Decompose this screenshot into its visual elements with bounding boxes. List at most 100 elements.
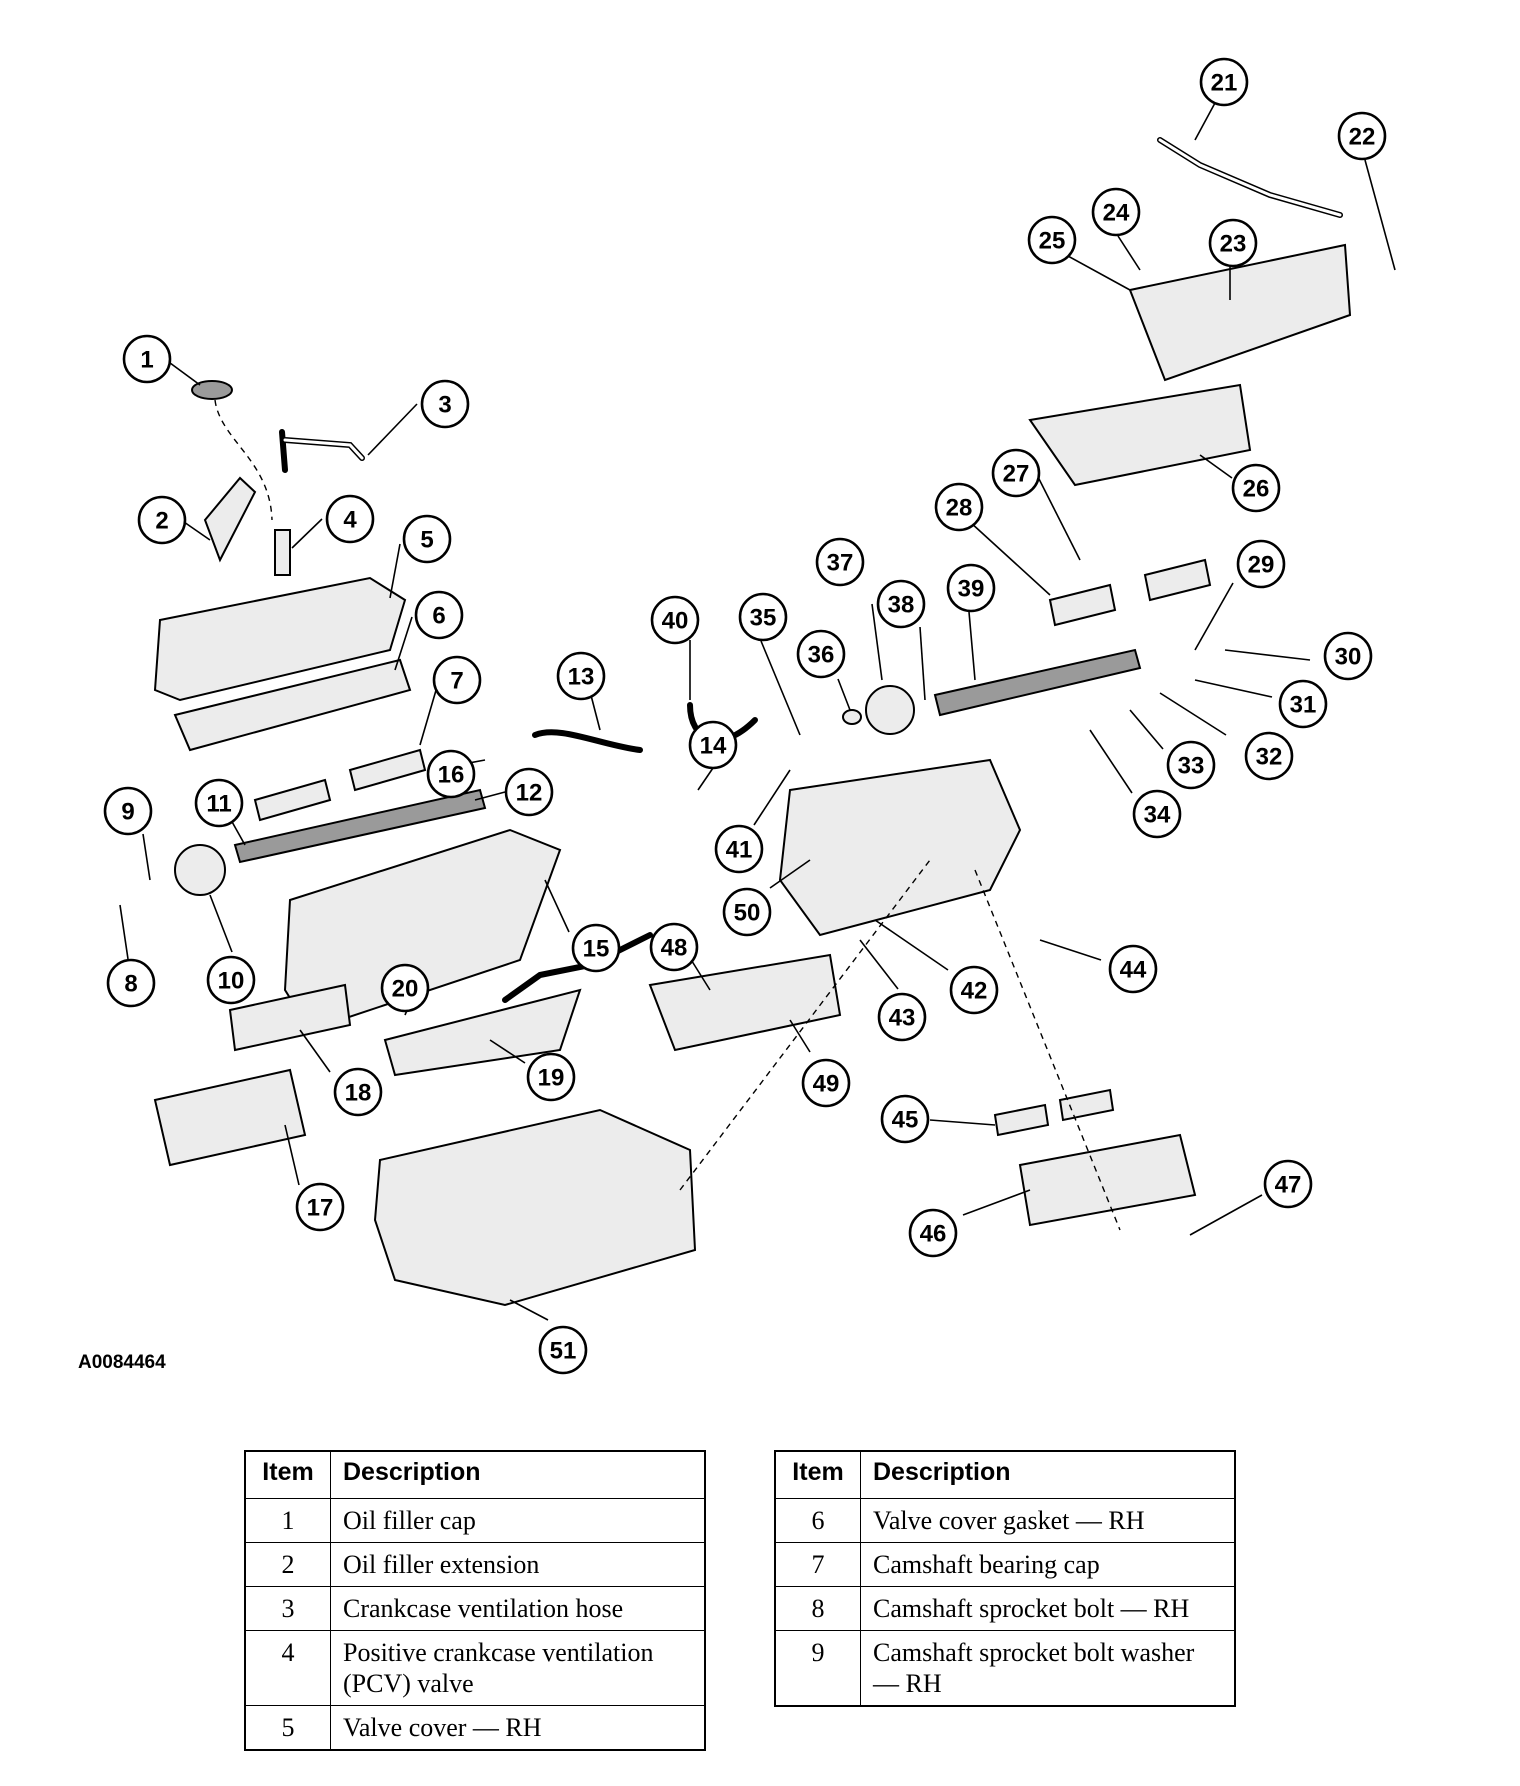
callout-circle	[538, 1325, 588, 1375]
callout-number: 4	[343, 507, 357, 534]
callout-circle	[714, 824, 764, 874]
legend-item-number: 9	[774, 1630, 861, 1707]
callout-40: 40	[650, 595, 700, 645]
callout-41: 41	[714, 824, 764, 874]
valve-cover-gasket-rh-part	[173, 658, 412, 752]
callout-circle	[815, 537, 865, 587]
callout-circle	[1323, 631, 1373, 681]
legend-item-number: 5	[244, 1705, 331, 1751]
callout-circle	[801, 1058, 851, 1108]
callout-number: 15	[583, 936, 610, 963]
cylinder-head-lh-part	[778, 758, 1022, 937]
callout-6: 6	[414, 590, 464, 640]
callout-49: 49	[801, 1058, 851, 1108]
crankcase-hose-inner	[283, 438, 364, 460]
callout-circle	[1027, 215, 1077, 265]
legend-item-number: 2	[244, 1542, 331, 1587]
callout-number: 27	[1003, 461, 1030, 488]
callout-circle	[649, 922, 699, 972]
callout-circle	[1236, 539, 1286, 589]
callout-number: 50	[734, 900, 761, 927]
callout-circle	[526, 1052, 576, 1102]
callout-18: 18	[333, 1067, 383, 1117]
callout-number: 41	[726, 837, 753, 864]
callout-circle	[380, 963, 430, 1013]
filler-cap-guide	[214, 399, 273, 521]
callout-number: 22	[1349, 124, 1376, 151]
crankcase-hose-lh-part	[1157, 137, 1343, 218]
callout-number: 33	[1178, 753, 1205, 780]
callout-19: 19	[526, 1052, 576, 1102]
leader-lines	[119, 89, 1396, 1321]
exhaust-manifold-rh-part	[153, 1068, 307, 1167]
callout-number: 11	[206, 791, 231, 818]
legend-item-number: 4	[244, 1630, 331, 1706]
legend-item-description: Valve cover — RH	[330, 1705, 706, 1751]
callout-circle	[325, 494, 375, 544]
callout-number: 48	[661, 935, 688, 962]
callout-number: 7	[450, 668, 463, 695]
callout-16: 16	[426, 749, 476, 799]
callout-4: 4	[325, 494, 375, 544]
callout-34: 34	[1132, 789, 1182, 839]
callout-47: 47	[1263, 1159, 1313, 1209]
callout-circle	[934, 482, 984, 532]
callout-15: 15	[571, 923, 621, 973]
callout-circle	[504, 767, 554, 817]
callout-number: 44	[1120, 957, 1147, 984]
callout-21: 21	[1199, 57, 1249, 107]
callout-23: 23	[1208, 218, 1258, 268]
oil-level-tube-part	[532, 729, 643, 753]
callout-number: 23	[1220, 231, 1247, 258]
callout-circle	[880, 1094, 930, 1144]
callout-13: 13	[556, 651, 606, 701]
camshaft-bearing-cap-part	[253, 748, 427, 822]
callout-circle	[908, 1208, 958, 1258]
callout-42: 42	[949, 965, 999, 1015]
callout-number: 12	[516, 780, 543, 807]
callout-number: 37	[827, 550, 854, 577]
callout-12: 12	[504, 767, 554, 817]
callout-46: 46	[908, 1208, 958, 1258]
callout-number: 5	[420, 527, 433, 554]
callout-51: 51	[538, 1325, 588, 1375]
callout-number: 19	[538, 1065, 565, 1092]
callout-number: 38	[888, 592, 915, 619]
engine-parts-drawing	[153, 137, 1352, 1307]
callout-43: 43	[877, 992, 927, 1042]
callout-circle	[1166, 740, 1216, 790]
callout-number: 9	[121, 799, 134, 826]
callout-circle	[796, 629, 846, 679]
legend-header-item: Item	[244, 1450, 331, 1499]
legend-header-description: Description	[330, 1450, 706, 1499]
head-gasket-rh-part	[383, 988, 582, 1077]
callout-number: 35	[750, 605, 777, 632]
callout-9: 9	[103, 786, 153, 836]
callout-circle	[106, 958, 156, 1008]
oil-filler-extension-part	[203, 476, 257, 563]
callout-1: 1	[122, 334, 172, 384]
callout-circle	[876, 579, 926, 629]
figure-id: A0084464	[78, 1352, 166, 1373]
callout-48: 48	[649, 922, 699, 972]
legend-item-description: Crankcase ventilation hose	[330, 1586, 706, 1631]
callout-number: 13	[568, 664, 595, 691]
legend-item-description: Oil filler extension	[330, 1542, 706, 1587]
callout-5: 5	[402, 514, 452, 564]
legend-item-number: 1	[244, 1498, 331, 1543]
callout-circle	[1337, 111, 1387, 161]
callout-37: 37	[815, 537, 865, 587]
callout-circle	[414, 590, 464, 640]
camshaft-lh-part	[933, 648, 1142, 717]
callout-circle	[1199, 57, 1249, 107]
callout-circle	[1208, 218, 1258, 268]
callout-number: 29	[1248, 552, 1275, 579]
legend-item-number: 7	[774, 1542, 861, 1587]
valve-cover-gasket-lh-part	[1028, 383, 1252, 487]
